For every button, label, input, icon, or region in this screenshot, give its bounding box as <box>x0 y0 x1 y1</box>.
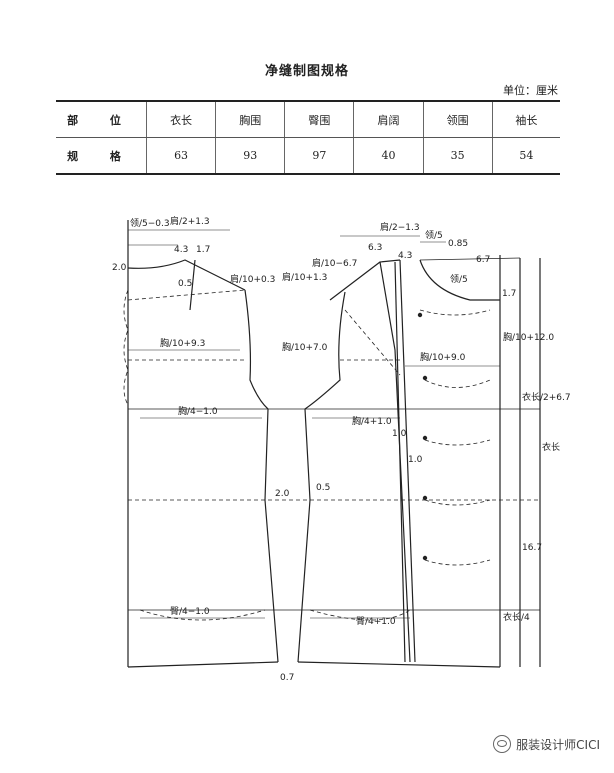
label-front-length-quarter: 衣长/4 <box>503 611 530 623</box>
watermark: 服装设计师CICI <box>493 735 600 753</box>
label-front-1-0a: 1.0 <box>392 429 407 439</box>
label-back-1-7: 1.7 <box>196 245 210 255</box>
row-label-spec: 规 格 <box>56 137 147 175</box>
label-front-chest: 胸/4+1.0 <box>352 415 392 427</box>
label-front-6-7b: 6.7 <box>476 255 490 265</box>
val-length: 63 <box>145 137 216 175</box>
label-back-2-0b: 2.0 <box>275 489 290 499</box>
col-chest: 胸围 <box>215 100 285 138</box>
label-front-waist: 衣长/2+6.7 <box>522 391 571 403</box>
label-front-1-7: 1.7 <box>502 289 516 299</box>
row-label-part: 部 位 <box>56 100 147 138</box>
label-front-16-7: 16.7 <box>522 543 542 553</box>
label-front-1-0b: 1.0 <box>408 455 423 465</box>
col-hip: 臀围 <box>284 100 354 138</box>
label-back-4-3: 4.3 <box>174 245 188 255</box>
unit-label: 单位：厘米 <box>503 84 558 97</box>
val-chest: 93 <box>215 137 285 175</box>
label-back-hip: 臀/4−1.0 <box>170 606 210 617</box>
label-back-neck-depth: 肩/10+0.3 <box>230 273 275 285</box>
val-shoulder: 40 <box>353 137 424 175</box>
draft-lines <box>123 220 541 668</box>
spec-value-row: 规 格 63 93 97 40 35 54 <box>56 137 560 175</box>
label-front-neck-width: 领/5 <box>425 229 443 241</box>
pattern-draft: 领/5−0.3 肩/2+1.3 4.3 1.7 2.0 0.5 肩/10+0.3… <box>112 215 571 683</box>
watermark-text: 服装设计师CICI <box>516 737 600 752</box>
label-back-neck-width: 领/5−0.3 <box>130 217 170 229</box>
label-back-0-5: 0.5 <box>178 279 192 289</box>
label-back-chest-depth: 胸/10+9.3 <box>160 337 205 349</box>
spec-table: 部 位 衣长 胸围 臀围 肩阔 领围 袖长 规 格 63 93 97 40 35… <box>56 100 560 175</box>
label-front-6-7: 肩/10−6.7 <box>312 257 357 269</box>
label-front-0-5: 0.5 <box>316 483 330 493</box>
label-back-chest: 胸/4−1.0 <box>178 405 218 417</box>
draft-labels: 领/5−0.3 肩/2+1.3 4.3 1.7 2.0 0.5 肩/10+0.3… <box>112 215 571 683</box>
label-front-shoulder: 肩/2−1.3 <box>380 221 420 233</box>
wechat-icon <box>493 735 512 753</box>
label-front-neck-depth: 肩/10+1.3 <box>282 271 327 283</box>
label-back-0-7: 0.7 <box>280 673 294 683</box>
label-front-hip: 臀/4+1.0 <box>356 616 396 627</box>
label-front-collar: 领/5 <box>450 273 468 285</box>
label-front-total-length: 衣长 <box>542 441 560 453</box>
col-sleeve: 袖长 <box>491 100 560 138</box>
col-neck: 领围 <box>422 100 493 138</box>
label-front-6-3: 6.3 <box>368 243 382 253</box>
val-sleeve: 54 <box>491 137 560 175</box>
spec-header-row: 部 位 衣长 胸围 臀围 肩阔 领围 袖长 <box>56 100 560 138</box>
col-length: 衣长 <box>145 100 216 138</box>
val-hip: 97 <box>284 137 354 175</box>
label-front-0-85: 0.85 <box>448 239 468 249</box>
label-back-shoulder: 肩/2+1.3 <box>170 215 210 227</box>
label-front-side: 胸/10+12.0 <box>503 331 554 343</box>
label-front-4-3: 4.3 <box>398 251 412 261</box>
col-shoulder: 肩阔 <box>353 100 424 138</box>
label-back-2-0: 2.0 <box>112 263 127 273</box>
label-front-chest-width: 胸/10+9.0 <box>420 351 466 363</box>
page-title: 净缝制图规格 <box>264 64 349 79</box>
label-front-chest-depth: 胸/10+7.0 <box>282 341 328 353</box>
val-neck: 35 <box>422 137 493 175</box>
